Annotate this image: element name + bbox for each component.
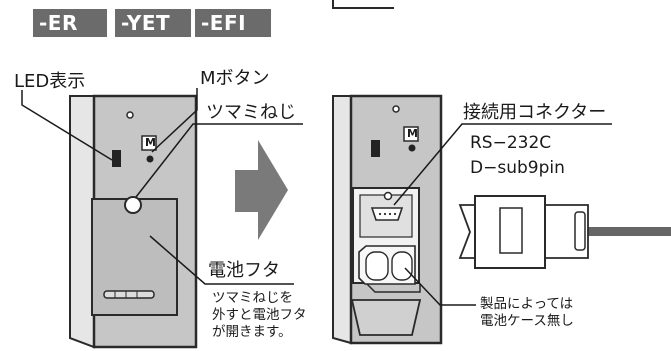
label-dsub9pin: D−sub9pin xyxy=(470,158,565,178)
model-tag-efi: -EFI xyxy=(195,9,271,37)
right-m-mark-box xyxy=(403,126,419,142)
label-led-display: LED表示 xyxy=(14,71,86,92)
leader-m-button xyxy=(151,88,198,153)
label-knob-screw: ツマミねじ xyxy=(206,102,296,123)
label-battery-cover: 電池フタ xyxy=(208,260,280,281)
cable-connector-illustration xyxy=(458,195,671,269)
dsub-connector xyxy=(370,207,404,221)
battery-1 xyxy=(365,251,389,281)
leader-battery-note xyxy=(404,267,476,306)
battery-note-line-1: 製品によっては xyxy=(480,296,574,312)
hanging-battery-cover xyxy=(350,299,422,336)
right-panel-side xyxy=(332,95,352,345)
cover-note-line-3: が開きます。 xyxy=(212,324,292,340)
model-tag-yet: -YET xyxy=(115,9,191,37)
left-knob-screw xyxy=(124,196,142,214)
transition-arrow xyxy=(235,140,288,240)
cover-note-line-2: 外すと電池フタ xyxy=(212,307,307,323)
left-top-hole xyxy=(126,111,134,119)
connector-strain-relief xyxy=(574,211,586,251)
battery-note-line-2: 電池ケース無し xyxy=(480,313,574,329)
leader-cover xyxy=(149,235,294,285)
leader-led xyxy=(21,90,113,161)
label-rs232c: RS−232C xyxy=(470,133,552,153)
cable xyxy=(585,227,671,236)
top-figure-fragment xyxy=(332,0,394,9)
cover-note: ツマミねじを 外すと電池フタ が開きます。 xyxy=(212,290,307,341)
right-m-button xyxy=(408,144,416,152)
left-m-mark: M xyxy=(145,136,156,149)
right-top-hole xyxy=(392,105,400,113)
right-m-mark: M xyxy=(407,127,418,140)
cover-note-line-1: ツマミねじを xyxy=(212,290,293,306)
left-cover-grip xyxy=(103,290,155,299)
battery-note: 製品によっては 電池ケース無し xyxy=(480,296,574,330)
left-panel xyxy=(69,94,198,349)
left-m-mark-box xyxy=(141,135,157,151)
leader-connector xyxy=(393,123,612,206)
right-panel xyxy=(332,94,443,345)
right-leader-lines xyxy=(393,123,612,306)
left-m-button xyxy=(146,155,154,163)
model-tag-er: -ER xyxy=(33,9,107,37)
battery-2 xyxy=(391,251,413,281)
leader-knob xyxy=(135,123,303,198)
left-panel-side xyxy=(69,95,95,349)
label-connector: 接続用コネクター xyxy=(463,102,607,123)
battery-case-bottom xyxy=(366,283,421,293)
left-led-display xyxy=(112,150,121,167)
label-m-button: Mボタン xyxy=(200,68,270,89)
left-leader-lines xyxy=(21,88,303,285)
screw-socket xyxy=(383,191,393,201)
right-led-display xyxy=(371,140,380,157)
connector-plug-face xyxy=(499,207,523,254)
